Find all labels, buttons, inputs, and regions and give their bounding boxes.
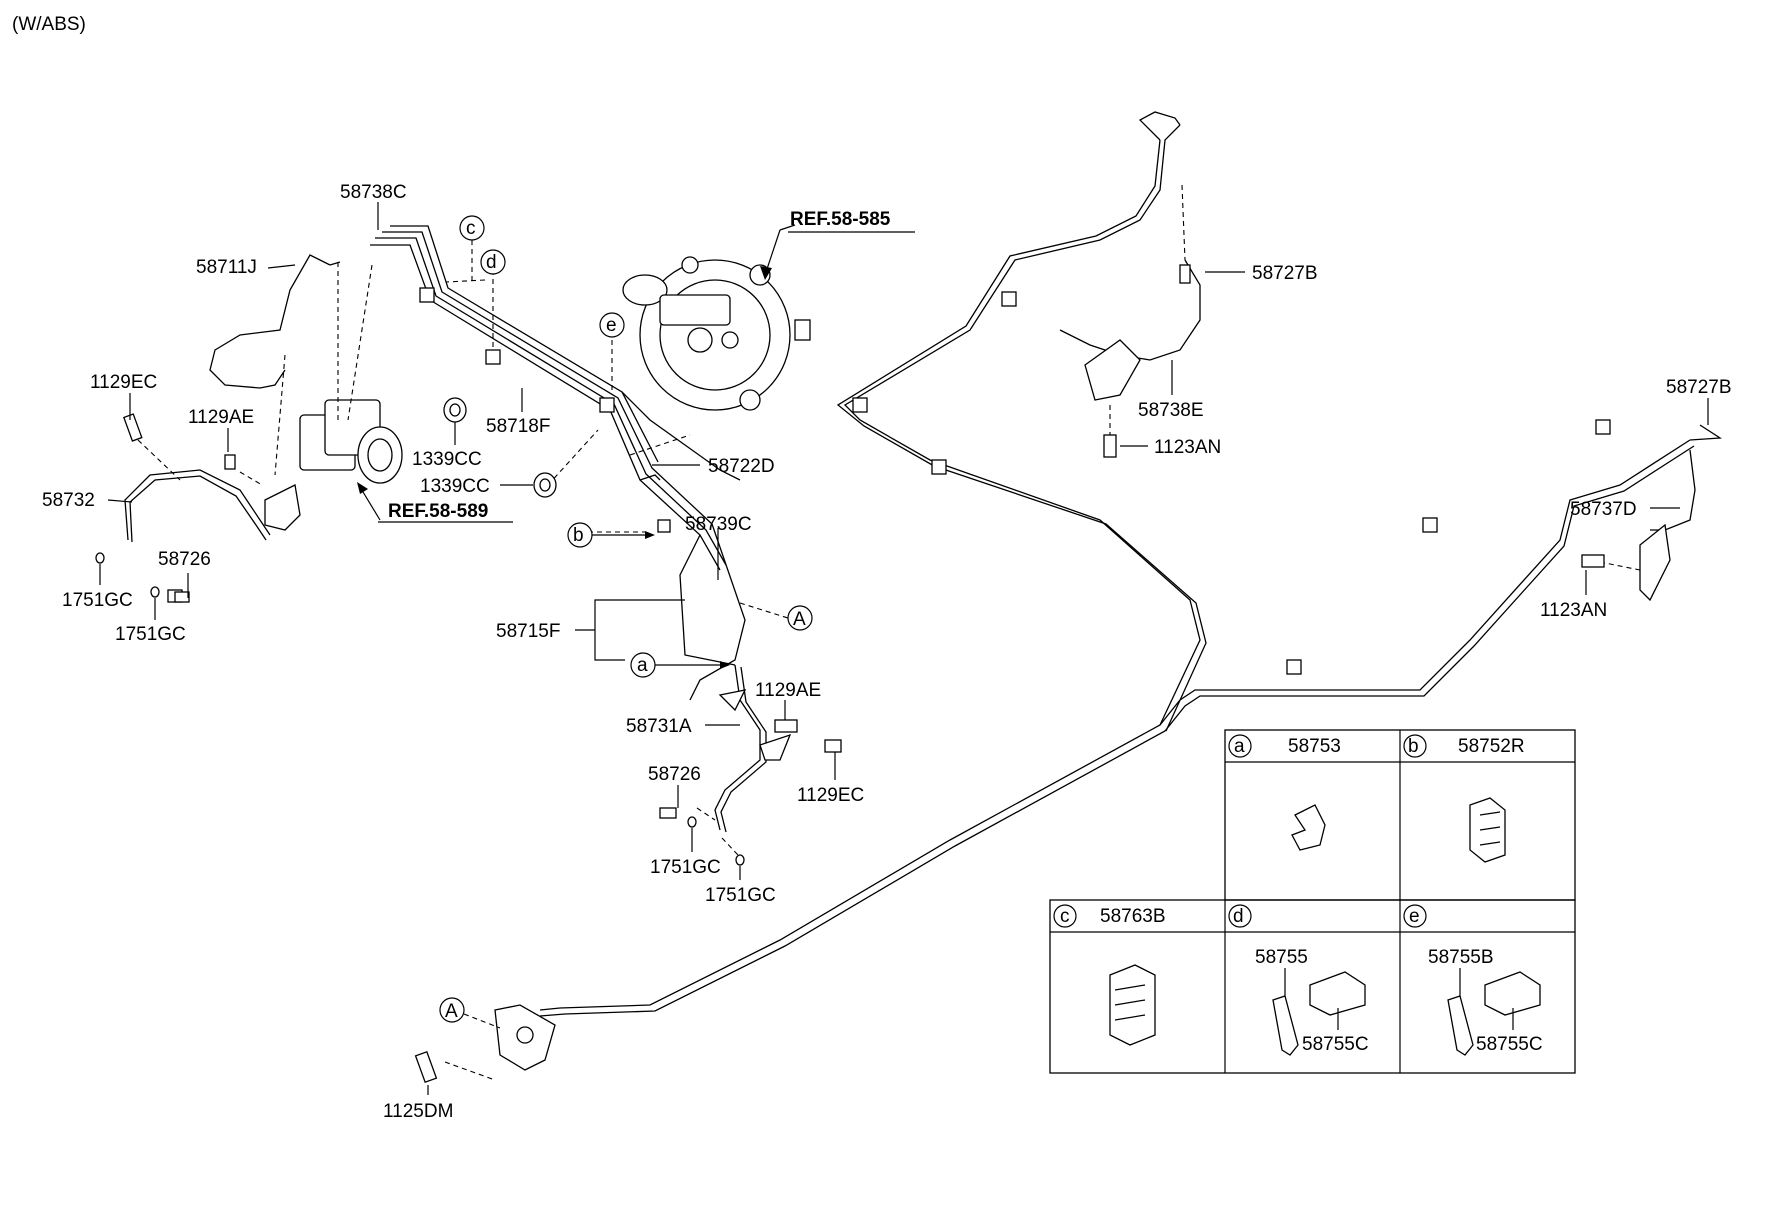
bolt-icon [414, 1050, 438, 1084]
left-front-hose [123, 413, 301, 603]
part-label-1125DM: 1125DM [383, 1101, 453, 1122]
part-label-58737D: 58737D [1570, 499, 1637, 520]
clip-legend-table: a 58753 b 58752R c 58763B d 58755 58755C… [1049, 729, 1576, 1074]
svg-text:b: b [573, 525, 584, 546]
master-cylinder-booster [622, 256, 811, 411]
ref-58-589: REF.58-589 [388, 501, 488, 522]
svg-text:e: e [606, 315, 617, 336]
clip-58753-icon [1291, 804, 1326, 851]
svg-text:A: A [445, 1001, 458, 1022]
part-label-1123AN: 1123AN [1154, 437, 1221, 458]
marker-A-upper: A [787, 605, 813, 631]
part-label-1123AN: 1123AN [1540, 600, 1607, 621]
proportioning-valve [494, 1004, 556, 1071]
legend-part-58755C: 58755C [1476, 1034, 1543, 1055]
clip-58752R-icon [1469, 797, 1506, 863]
marker-e: e [599, 312, 625, 338]
svg-text:A: A [793, 609, 806, 630]
part-label-58722D: 58722D [708, 456, 775, 477]
legend-letter-c: c [1060, 906, 1070, 927]
legend-part-58755B: 58755B [1428, 947, 1494, 968]
grommet-1339CC-1 [443, 397, 467, 423]
bleeder-screw-icon [174, 591, 190, 603]
part-label-58726: 58726 [158, 549, 211, 570]
part-label-1751GC: 1751GC [115, 624, 186, 645]
legend-part-58755: 58755 [1255, 947, 1308, 968]
ref-585-leader [779, 224, 796, 231]
part-label-58738C: 58738C [340, 182, 407, 203]
legend-letter-a: a [1234, 736, 1245, 757]
rear-right-hose-58737D [1639, 449, 1696, 602]
legend-letter-e: e [1409, 906, 1420, 927]
right-front-hose [714, 664, 842, 833]
part-label-1751GC: 1751GC [62, 590, 133, 611]
marker-a: a [630, 652, 656, 678]
bleeder-screw-icon [659, 807, 677, 819]
part-label-58727B: 58727B [1666, 377, 1732, 398]
bolt-icon [1581, 554, 1605, 568]
legend-part-58753: 58753 [1288, 736, 1341, 757]
part-label-1129AE: 1129AE [188, 407, 254, 428]
svg-text:d: d [486, 252, 497, 273]
bolt-icon [1103, 434, 1117, 458]
marker-c: c [459, 215, 485, 241]
marker-A-lower: A [439, 997, 465, 1023]
svg-text:a: a [637, 655, 648, 676]
part-label-58711J: 58711J [196, 257, 257, 278]
part-label-1129AE: 1129AE [755, 680, 821, 701]
washer-icon [150, 586, 160, 598]
ref-58-585: REF.58-585 [790, 209, 891, 230]
bracket-58755-icon [1272, 995, 1299, 1056]
main-brake-pipes [539, 111, 1722, 1017]
part-label-1339CC: 1339CC [420, 476, 490, 497]
legend-part-58752R: 58752R [1458, 736, 1525, 757]
line-clips [852, 291, 1611, 675]
svg-text:c: c [466, 218, 476, 239]
part-label-58727B: 58727B [1252, 263, 1318, 284]
variant-label: (W/ABS) [12, 14, 86, 35]
part-label-1339CC: 1339CC [412, 449, 482, 470]
legend-part-58755C: 58755C [1302, 1034, 1369, 1055]
part-label-1751GC: 1751GC [705, 885, 776, 906]
part-label-58726: 58726 [648, 764, 701, 785]
bracket-58755B-icon [1447, 995, 1474, 1056]
part-label-1129EC: 1129EC [797, 785, 864, 806]
part-label-1751GC: 1751GC [650, 857, 721, 878]
part-label-58732: 58732 [42, 490, 95, 511]
washer-icon [95, 552, 105, 564]
part-label-58738E: 58738E [1138, 400, 1204, 421]
clip-58755C-icon [1309, 971, 1366, 1016]
washer-icon [735, 854, 745, 866]
abs-hydraulic-unit [299, 399, 403, 484]
legend-letter-b: b [1408, 736, 1419, 757]
grommet-1339CC-2 [533, 472, 557, 498]
marker-b: b [567, 522, 593, 548]
clip-58755C-icon [1484, 971, 1541, 1016]
part-label-58739C: 58739C [685, 514, 752, 535]
part-label-58715F: 58715F [496, 621, 560, 642]
legend-part-58763B: 58763B [1100, 906, 1166, 927]
part-label-58718F: 58718F [486, 416, 550, 437]
legend-letter-d: d [1233, 906, 1244, 927]
washer-icon [687, 816, 697, 828]
part-label-58731A: 58731A [626, 716, 692, 737]
rear-left-hose-58738E [1059, 259, 1201, 401]
marker-d: d [480, 249, 506, 275]
part-label-1129EC: 1129EC [90, 372, 157, 393]
